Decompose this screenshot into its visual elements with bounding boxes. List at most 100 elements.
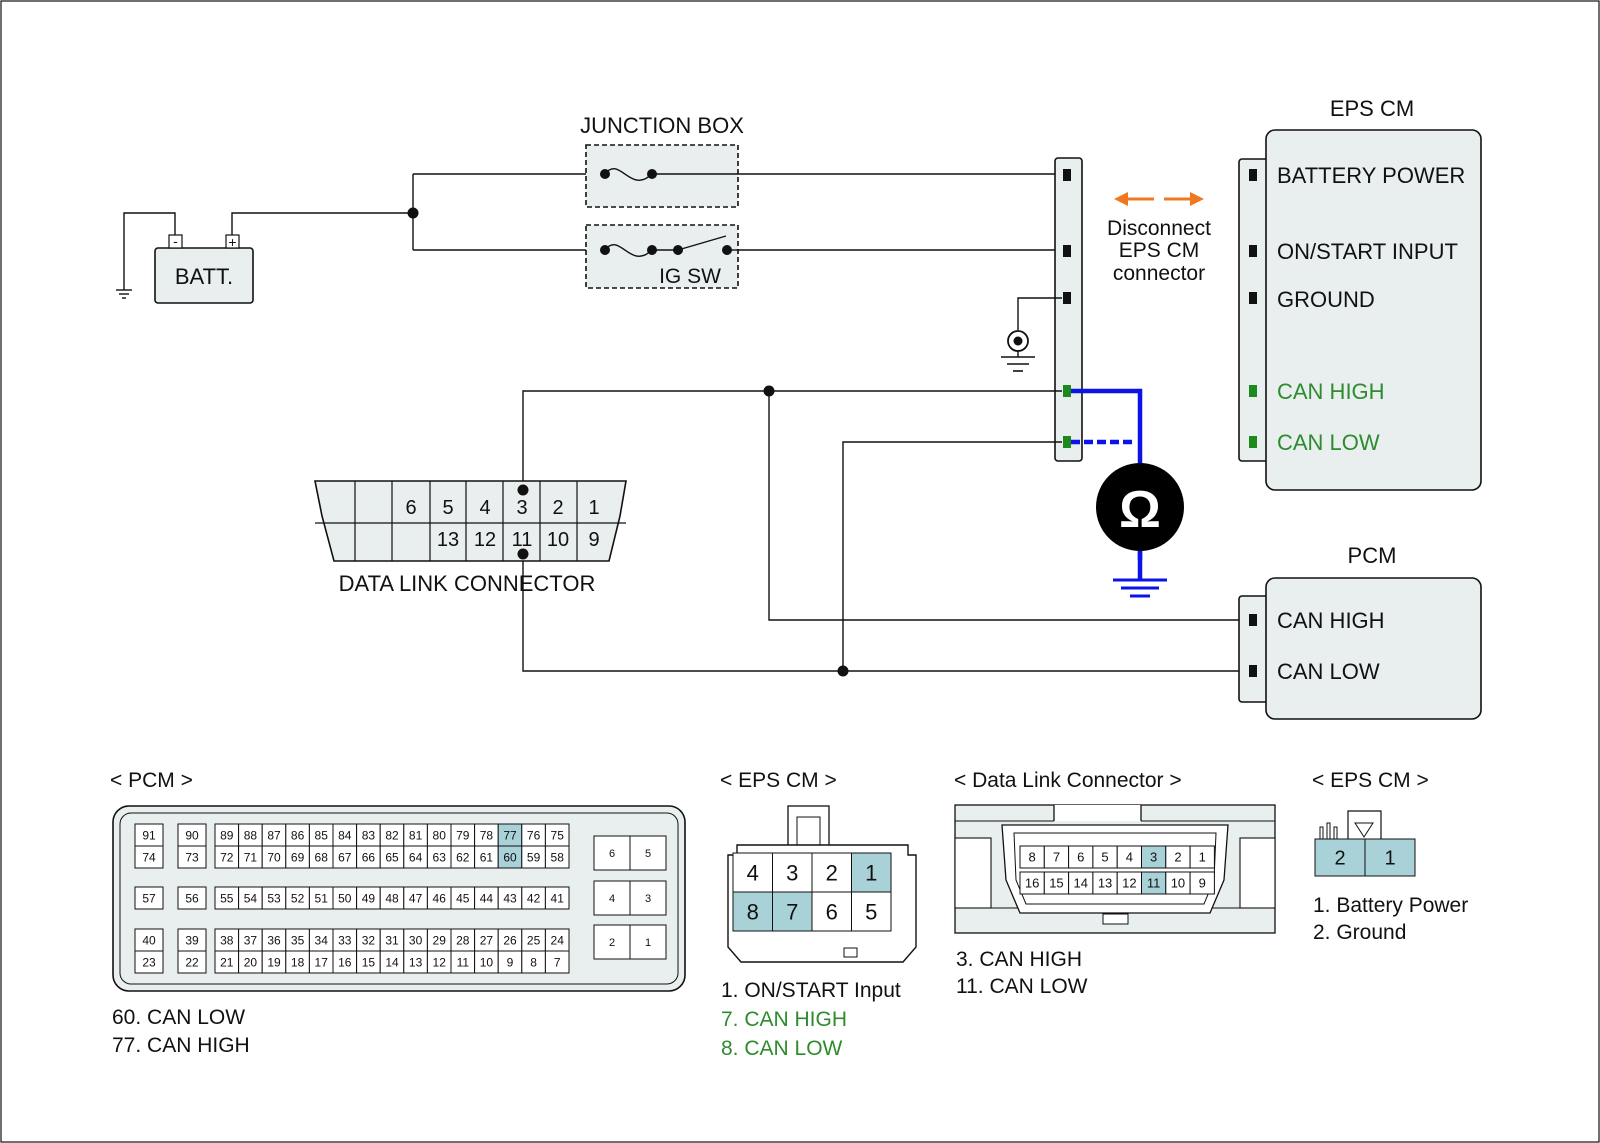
pin-number: 71 [244, 850, 258, 864]
pin-number: 69 [291, 850, 305, 864]
pin-number: 2 [1174, 850, 1181, 865]
pin-number: 24 [551, 933, 565, 947]
pin-number: 2 [609, 937, 615, 949]
pin-cell [134, 950, 164, 974]
eps-cm-pin-can-high: CAN HIGH [1277, 379, 1385, 404]
eps-cm-pin-on-start: ON/START INPUT [1277, 239, 1458, 264]
pin-cell-highlighted [1364, 838, 1416, 877]
pin-number: 30 [409, 933, 423, 947]
pin-number: 6 [1077, 850, 1084, 865]
eps-cm-pin-can-low: CAN LOW [1277, 430, 1380, 455]
pin-number: 54 [244, 891, 258, 905]
pin-number: 7 [554, 955, 561, 969]
chassis-ground-icon [1001, 297, 1062, 372]
pcm-note-can-high: 77. CAN HIGH [112, 1034, 250, 1057]
battery-neg-label: - [173, 233, 178, 249]
pin-number: 47 [409, 891, 423, 905]
harness-pin-can-high [1063, 385, 1071, 397]
dlc-pin: 9 [588, 529, 599, 551]
pin-number: 33 [338, 933, 352, 947]
pcm-can-low-wire [522, 551, 1246, 672]
pin-number: 9 [1199, 876, 1206, 891]
pin-number: 43 [503, 891, 517, 905]
pin-number: 12 [433, 955, 447, 969]
pin-number: 4 [1126, 850, 1133, 865]
pin-cell [544, 886, 570, 910]
pin-cell [544, 950, 570, 974]
harness-pin [1063, 169, 1071, 181]
pin-cell [732, 852, 773, 893]
pin-number: 66 [362, 850, 376, 864]
eps-8pin-note-8: 8. CAN LOW [721, 1037, 843, 1060]
pcm-connector [1238, 595, 1270, 703]
pin-number: 63 [433, 850, 447, 864]
junction-box-title: JUNCTION BOX [580, 113, 744, 138]
pin-number: 1 [865, 860, 877, 885]
pin-number: 26 [503, 933, 517, 947]
pin-cell [593, 880, 631, 916]
pin-number: 18 [291, 955, 305, 969]
eps-2pin-note-2: 2. Ground [1313, 921, 1406, 944]
dlc-pin: 13 [437, 529, 459, 551]
pin-cell [1189, 871, 1215, 895]
pin-cell [593, 924, 631, 960]
can-high-wire [522, 390, 1062, 490]
pin-number: 79 [456, 828, 470, 842]
pin-number: 53 [267, 891, 281, 905]
pin-cell-highlighted [772, 891, 813, 932]
harness-pin [1063, 292, 1071, 304]
eps-pin [1249, 245, 1257, 257]
pin-cell [629, 880, 667, 916]
pin-number: 19 [267, 955, 281, 969]
dlc-pin: 6 [405, 497, 416, 519]
pin-number: 81 [409, 828, 423, 842]
eps-8pin-title: < EPS CM > [720, 769, 837, 792]
pin-number: 42 [527, 891, 541, 905]
pin-number: 4 [609, 893, 615, 905]
dlc-pin: 10 [547, 529, 569, 551]
ohm-symbol: Ω [1119, 481, 1161, 539]
pin-number: 83 [362, 828, 376, 842]
eps-cm-pin-ground: GROUND [1277, 287, 1375, 312]
pin-number: 75 [551, 828, 565, 842]
battery: - + BATT. [154, 233, 254, 304]
pin-number: 59 [527, 850, 541, 864]
pcm-pin-can-high: CAN HIGH [1277, 608, 1385, 633]
pcm-module [1265, 577, 1482, 720]
battery-pos-label: + [228, 234, 236, 250]
pin-number: 15 [362, 955, 376, 969]
pin-number: 82 [385, 828, 399, 842]
pin-cell [851, 891, 892, 932]
harness-pin-can-low [1063, 436, 1071, 448]
pin-number: 25 [527, 933, 541, 947]
dlc-pin: 12 [474, 529, 496, 551]
pin-number: 91 [142, 828, 156, 842]
pin-number: 88 [244, 828, 258, 842]
ohmmeter-icon: Ω [1096, 463, 1184, 551]
pin-number: 65 [385, 850, 399, 864]
junction-box [585, 144, 739, 289]
pin-number: 64 [409, 850, 423, 864]
pin-number: 58 [551, 850, 565, 864]
pcm-pin [1249, 614, 1257, 626]
pin-number: 29 [433, 933, 447, 947]
pin-number: 46 [433, 891, 447, 905]
pin-number: 9 [507, 955, 514, 969]
eps-cm-connector [1238, 158, 1270, 462]
pin-number: 11 [1147, 876, 1161, 891]
pin-number: 4 [747, 860, 759, 885]
disconnect-note-line2: EPS CM [1119, 239, 1200, 262]
ig-switch-label: IG SW [659, 265, 721, 288]
eps-2pin-connector-view [1319, 810, 1382, 840]
eps-2pin-title: < EPS CM > [1312, 769, 1429, 792]
pin-number: 10 [1171, 876, 1185, 891]
dlc-pin3-dot [517, 484, 529, 496]
pin-number: 57 [142, 891, 156, 905]
pin-number: 1 [1199, 850, 1206, 865]
pin-number: 67 [338, 850, 352, 864]
pin-cell-highlighted [1314, 838, 1366, 877]
pin-number: 87 [267, 828, 281, 842]
pin-number: 8 [747, 899, 759, 924]
pin-number: 50 [338, 891, 352, 905]
